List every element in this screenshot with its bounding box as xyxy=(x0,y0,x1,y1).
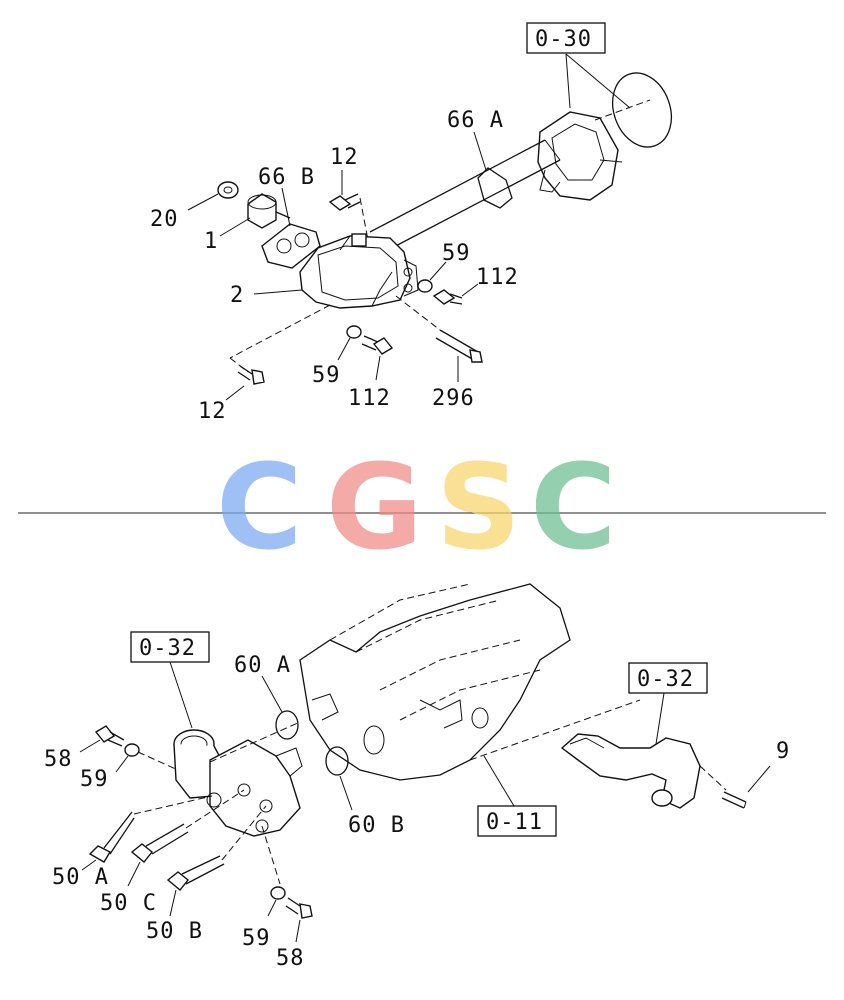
label-12-top: 12 xyxy=(330,145,359,170)
watermark-letter-1: C xyxy=(216,438,303,576)
label-12-low: 12 xyxy=(198,399,227,424)
bolt-58-top xyxy=(94,725,125,747)
bolt-112-low xyxy=(361,335,394,355)
watermark-letter-3: S xyxy=(436,438,521,576)
label-59-right: 59 xyxy=(442,241,471,266)
label-66b: 66 B xyxy=(258,165,315,190)
label-112-low: 112 xyxy=(348,386,391,411)
water-pipe-right xyxy=(560,733,727,809)
ref-box-0-11: 0-11 xyxy=(477,755,557,837)
svg-text:0-32: 0-32 xyxy=(139,636,196,661)
label-9: 9 xyxy=(776,739,790,764)
bolt-112-right xyxy=(432,289,463,305)
sensor-1 xyxy=(247,193,291,229)
label-2: 2 xyxy=(230,283,244,308)
ref-box-0-30: 0-30 xyxy=(526,22,631,109)
label-58-bottom: 58 xyxy=(276,946,305,971)
svg-text:0-30: 0-30 xyxy=(535,27,592,52)
thermostat-housing xyxy=(229,233,441,359)
bolt-12-top xyxy=(328,193,369,241)
o-ring-60b xyxy=(325,746,349,776)
svg-text:0-11: 0-11 xyxy=(486,810,543,835)
ref-box-0-32-left: 0-32 xyxy=(130,631,210,729)
label-112-right: 112 xyxy=(476,265,519,290)
bolt-12-low xyxy=(229,357,265,385)
bolt-50a xyxy=(88,795,213,863)
label-50a: 50 A xyxy=(52,865,109,890)
bolt-50c xyxy=(130,789,245,863)
ref-box-0-32-right: 0-32 xyxy=(628,662,708,745)
washer-59-top xyxy=(124,743,140,757)
stud-296 xyxy=(435,329,483,363)
lower-assembly: 0-11 0-32 60 A 60 B xyxy=(44,583,790,971)
watermark-letter-2: G xyxy=(326,438,423,576)
label-1: 1 xyxy=(204,229,218,254)
outlet-flange xyxy=(537,99,651,201)
label-66a: 66 A xyxy=(447,108,504,133)
o-ring-60a xyxy=(275,710,299,740)
engine-block xyxy=(299,583,641,781)
washer-59-bottom xyxy=(270,886,286,900)
label-59-low: 59 xyxy=(312,363,341,388)
washer-59-low xyxy=(346,325,362,339)
label-60a: 60 A xyxy=(234,653,291,678)
watermark-letter-4: C xyxy=(530,438,617,576)
washer-59-right xyxy=(417,279,433,293)
label-58-top: 58 xyxy=(44,747,73,772)
thermostat-cover xyxy=(173,721,303,885)
label-60b: 60 B xyxy=(348,813,405,838)
watermark-logo: C G S C xyxy=(216,438,617,576)
label-59-top: 59 xyxy=(80,767,109,792)
bolt-50b xyxy=(166,805,267,891)
bolt-58-bottom xyxy=(285,897,313,919)
label-59-bottom: 59 xyxy=(242,926,271,951)
upper-assembly: 0-30 66 A xyxy=(150,22,672,424)
gasket-66a xyxy=(477,167,513,209)
stud-9 xyxy=(721,791,747,809)
water-pipe xyxy=(369,139,561,251)
washer-20 xyxy=(217,181,239,199)
label-50c: 50 C xyxy=(100,891,157,916)
label-296: 296 xyxy=(432,386,475,411)
label-50b: 50 B xyxy=(146,919,203,944)
svg-text:0-32: 0-32 xyxy=(637,667,694,692)
label-20: 20 xyxy=(150,207,179,232)
gasket-ring xyxy=(612,72,672,148)
